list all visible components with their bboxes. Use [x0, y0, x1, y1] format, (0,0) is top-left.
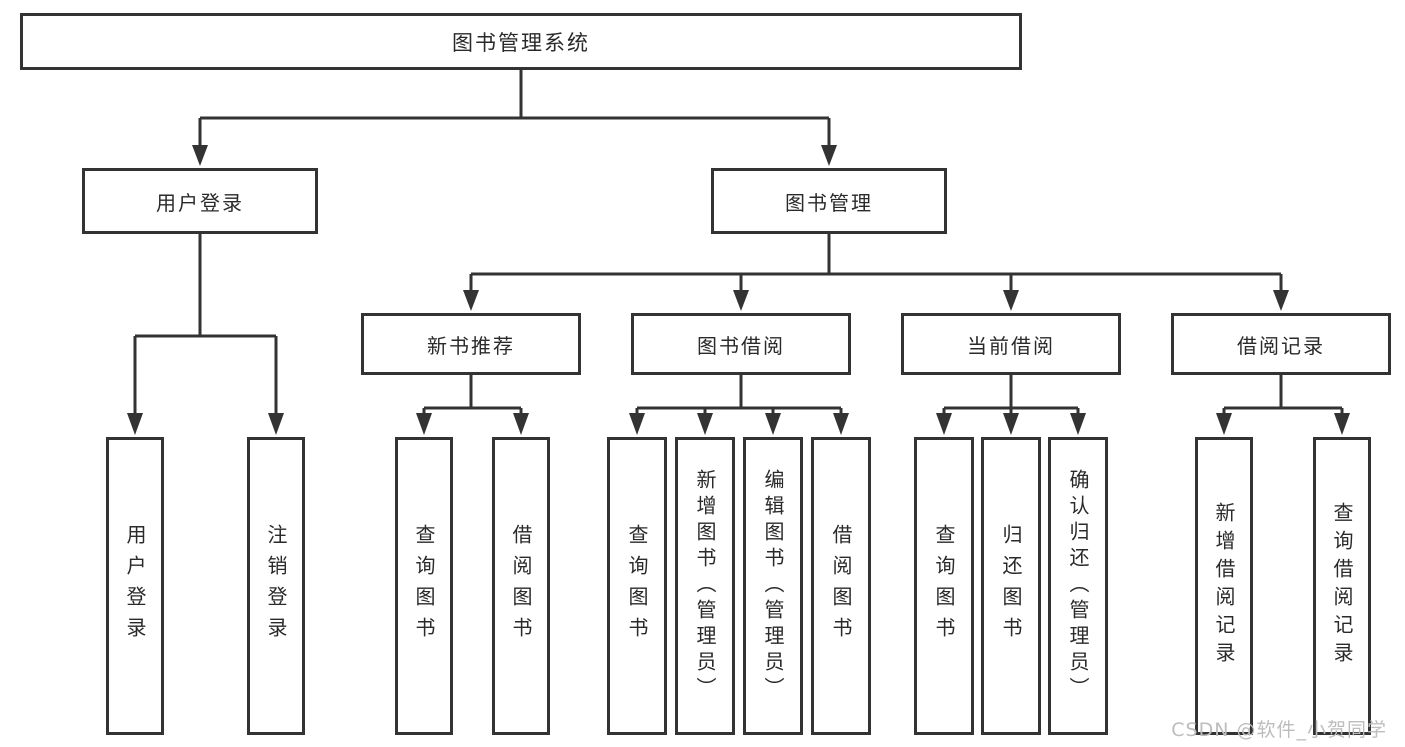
node-label: 确认归还（管理员） [1066, 469, 1090, 703]
node-current-borrowing: 当前借阅 [901, 313, 1121, 375]
connector-borrowing-records-children [1216, 374, 1350, 435]
leaf-query-books-recommend: 查询图书 [395, 437, 453, 735]
leaf-query-books-current: 查询图书 [914, 437, 974, 735]
node-library-system: 图书管理系统 [20, 13, 1022, 70]
watermark: CSDN @软件_小贺同学 [1171, 719, 1387, 741]
node-label: 图书管理 [785, 190, 873, 215]
node-label: 借阅图书 [829, 524, 853, 648]
node-book-borrowing: 图书借阅 [631, 313, 851, 375]
node-new-book-recommendation: 新书推荐 [361, 313, 581, 375]
node-user-login: 用户登录 [82, 168, 318, 234]
leaf-edit-book-admin: 编辑图书（管理员） [743, 437, 803, 735]
leaf-query-books-borrowing: 查询图书 [607, 437, 667, 735]
node-label: 图书管理系统 [452, 30, 590, 55]
node-label: 查询借阅记录 [1330, 502, 1354, 670]
leaf-borrow-books-borrowing: 借阅图书 [811, 437, 871, 735]
leaf-user-login: 用户登录 [106, 437, 164, 735]
node-label: 查询图书 [932, 524, 956, 648]
node-label: 编辑图书（管理员） [761, 469, 785, 703]
node-label: 图书借阅 [697, 333, 785, 358]
node-book-management: 图书管理 [711, 168, 947, 234]
leaf-add-book-admin: 新增图书（管理员） [675, 437, 735, 735]
node-label: 借阅记录 [1237, 333, 1325, 358]
node-label: 新增借阅记录 [1212, 502, 1236, 670]
leaf-confirm-return-admin: 确认归还（管理员） [1048, 437, 1108, 735]
leaf-add-borrowing-record: 新增借阅记录 [1195, 437, 1253, 735]
node-label: 用户登录 [156, 190, 244, 215]
node-label: 用户登录 [123, 524, 147, 648]
node-label: 查询图书 [625, 524, 649, 648]
node-label: 借阅图书 [509, 524, 533, 648]
connector-book-borrowing-children [629, 374, 849, 435]
node-label: 当前借阅 [967, 333, 1055, 358]
node-label: 归还图书 [999, 524, 1023, 648]
node-label: 新增图书（管理员） [693, 469, 717, 703]
connector-current-borrowing-children [936, 374, 1086, 435]
connector-new-book-recommendation-children [416, 374, 529, 435]
leaf-query-borrowing-record: 查询借阅记录 [1313, 437, 1371, 735]
connector-book-management-children [463, 234, 1289, 311]
connector-user-login-children [127, 234, 284, 435]
node-borrowing-records: 借阅记录 [1171, 313, 1391, 375]
node-label: 新书推荐 [427, 333, 515, 358]
leaf-return-books: 归还图书 [981, 437, 1041, 735]
leaf-logout-login: 注销登录 [247, 437, 305, 735]
leaf-borrow-books-recommend: 借阅图书 [492, 437, 550, 735]
connector-root-to-level2 [192, 69, 837, 166]
node-label: 注销登录 [264, 524, 288, 648]
node-label: 查询图书 [412, 524, 436, 648]
